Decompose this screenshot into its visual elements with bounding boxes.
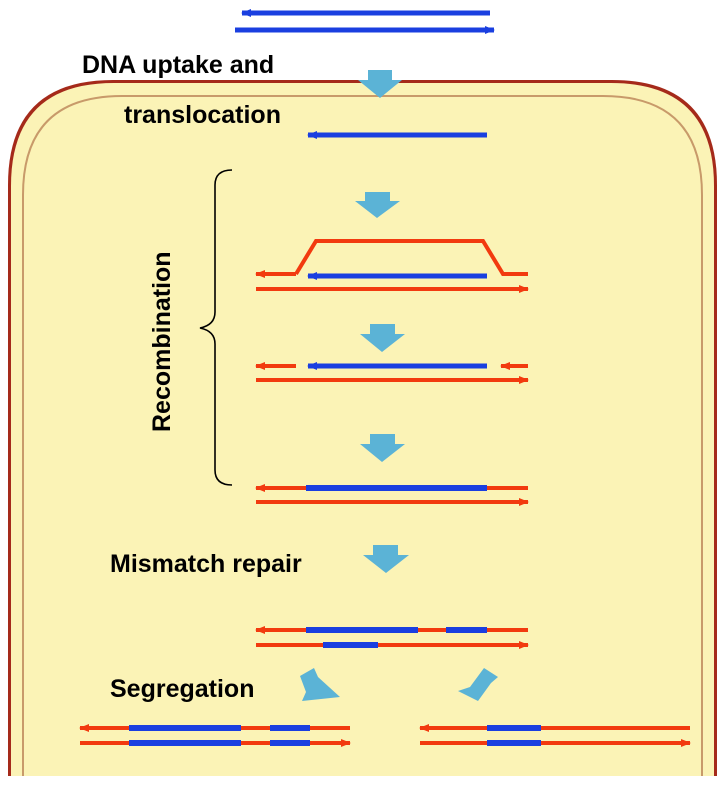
- label-dna-uptake: DNA uptake and: [82, 51, 274, 79]
- donor-dsdna: [235, 9, 495, 34]
- recomb-dloop: [255, 239, 529, 293]
- displaced-strand: [294, 239, 528, 276]
- step-arrow-recomb-2: [360, 324, 405, 352]
- cell-inner-membrane: [22, 95, 703, 780]
- step-arrow-mismatch: [363, 545, 409, 573]
- daughter-left: [79, 724, 351, 747]
- step-arrow-recomb-1: [355, 192, 400, 218]
- label-mismatch-repair: Mismatch repair: [110, 550, 302, 578]
- recomb-heteroduplex: [255, 362, 529, 384]
- recomb-ligated: [255, 484, 529, 506]
- step-arrow-recomb-3: [360, 434, 405, 462]
- after-mismatch-repair: [255, 626, 529, 649]
- daughter-right: [419, 724, 691, 747]
- recombination-brace: [199, 169, 233, 486]
- label-recombination: Recombination: [148, 251, 176, 432]
- bottom-white-band: [0, 776, 725, 800]
- label-translocation: translocation: [124, 101, 281, 129]
- cell-periplasm: [11, 83, 714, 780]
- label-segregation: Segregation: [110, 675, 254, 703]
- step-arrow-segregation-left: [300, 668, 340, 701]
- step-arrow-segregation-right: [458, 668, 498, 701]
- step-arrow-uptake: [358, 70, 402, 98]
